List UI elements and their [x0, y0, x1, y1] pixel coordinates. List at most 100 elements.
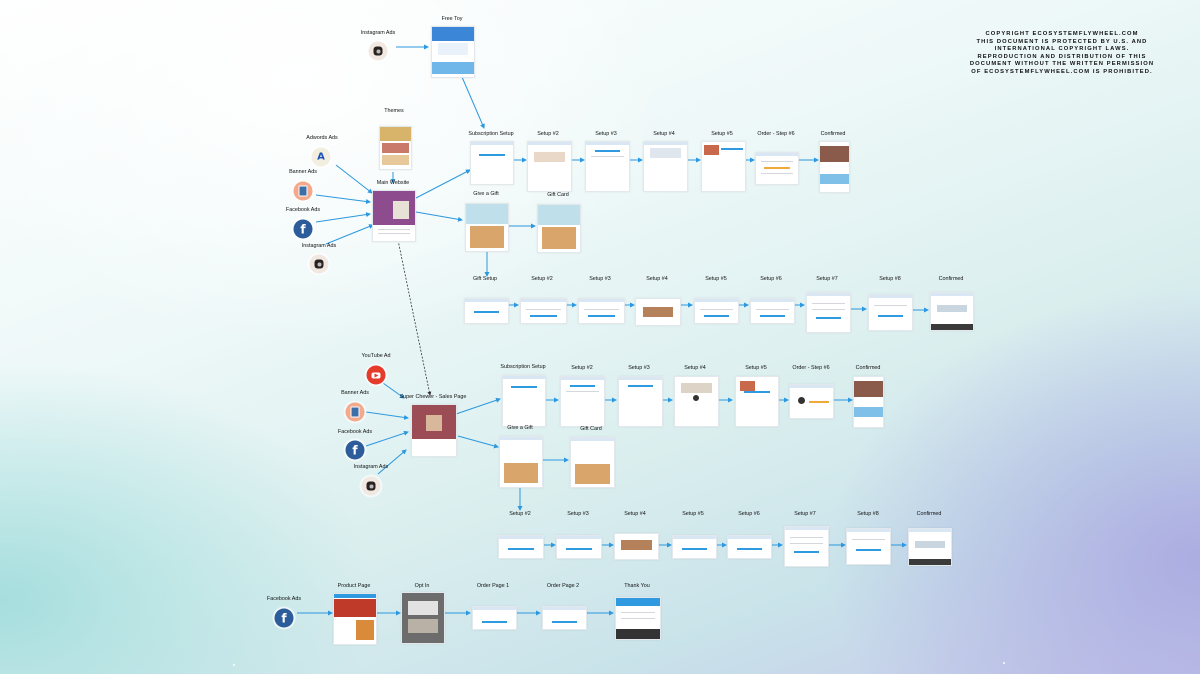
page-label: Setup #3 — [567, 511, 589, 517]
page-label: Setup #8 — [857, 511, 879, 517]
page-label: Opt In — [414, 583, 430, 589]
page-label: Order Page 2 — [546, 583, 580, 589]
page-thumbnail[interactable] — [556, 535, 602, 559]
page-label: Setup #2 — [509, 511, 531, 517]
page-thumbnail[interactable] — [853, 376, 884, 428]
page-label: Free Toy — [441, 16, 463, 22]
instagram-icon[interactable] — [361, 476, 381, 496]
page-thumbnail[interactable] — [499, 436, 543, 488]
adwords-icon[interactable]: A — [311, 147, 331, 167]
page-thumbnail[interactable] — [618, 376, 663, 427]
page-label: Main Website — [376, 180, 410, 186]
copyright-line: INTERNATIONAL COPYRIGHT LAWS. — [994, 46, 1130, 53]
page-thumbnail-themes[interactable] — [379, 126, 412, 170]
page-thumbnail[interactable] — [846, 528, 891, 565]
source-label: Instagram Ads — [301, 243, 337, 249]
page-label: Setup #5 — [682, 511, 704, 517]
page-label: Subscription Setup — [468, 131, 514, 137]
page-label: Gift Card — [580, 426, 602, 432]
page-thumbnail[interactable] — [464, 298, 509, 324]
page-thumbnail[interactable] — [789, 384, 834, 419]
copyright-line: COPYRIGHT ECOSYSTEMFLYWHEEL.COM — [985, 31, 1139, 37]
page-thumbnail[interactable] — [578, 298, 625, 324]
copyright-line: REPRODUCTION AND DISTRIBUTION OF THIS — [977, 53, 1147, 60]
page-thumbnail[interactable] — [908, 528, 952, 566]
page-thumbnail[interactable] — [542, 606, 587, 630]
page-label: Confirmed — [855, 365, 881, 371]
page-thumbnail[interactable] — [614, 533, 659, 560]
page-thumbnail[interactable] — [472, 606, 517, 630]
page-thumbnail[interactable] — [465, 203, 509, 252]
page-label: Product Page — [337, 583, 371, 589]
page-thumbnail-main-website[interactable] — [372, 190, 416, 242]
page-label: Confirmed — [820, 131, 846, 137]
page-label: Confirmed — [938, 276, 964, 282]
copyright-notice: COPYRIGHT ECOSYSTEMFLYWHEEL.COM THIS DOC… — [952, 31, 1172, 77]
facebook-icon[interactable]: f — [274, 608, 294, 628]
page-label: Setup #5 — [705, 276, 727, 282]
page-label: Setup #5 — [711, 131, 733, 137]
copyright-line: OF ECOSYSTEMFLYWHEEL.COM IS PROHIBITED. — [971, 68, 1153, 75]
source-label: Banner Ads — [341, 390, 369, 396]
page-label: Subscription Setup — [500, 364, 546, 370]
page-thumbnail[interactable] — [806, 292, 851, 333]
page-label: Setup #8 — [879, 276, 901, 282]
page-label: Setup #4 — [684, 365, 706, 371]
page-thumbnail[interactable] — [527, 141, 572, 192]
page-label: Setup #3 — [595, 131, 617, 137]
page-thumbnail[interactable] — [585, 141, 630, 192]
page-thumbnail[interactable] — [502, 375, 546, 427]
page-thumbnail-product-page[interactable] — [333, 593, 377, 645]
youtube-icon[interactable] — [366, 365, 386, 385]
page-label: Thank You — [624, 583, 650, 589]
instagram-icon[interactable] — [309, 254, 329, 274]
source-label: Facebook Ads — [266, 596, 302, 602]
page-thumbnail[interactable] — [755, 152, 799, 185]
page-thumbnail[interactable] — [470, 141, 514, 185]
page-label: Setup #2 — [537, 131, 559, 137]
source-label: YouTube Ad — [361, 353, 391, 359]
source-label: Banner Ads — [289, 169, 317, 175]
page-label: Setup #6 — [760, 276, 782, 282]
facebook-icon[interactable]: f — [293, 219, 313, 239]
source-label: Instagram Ads — [353, 464, 389, 470]
instagram-icon[interactable] — [368, 41, 388, 61]
page-thumbnail[interactable] — [784, 526, 829, 567]
page-thumbnail[interactable] — [727, 535, 772, 559]
page-thumbnail[interactable] — [635, 298, 681, 326]
page-thumbnail[interactable] — [615, 597, 661, 640]
page-thumbnail-free-toy[interactable] — [431, 26, 475, 78]
page-thumbnail-opt-in[interactable] — [401, 592, 445, 644]
page-thumbnail[interactable] — [868, 294, 913, 331]
page-thumbnail[interactable] — [701, 141, 746, 192]
page-label: Setup #7 — [794, 511, 816, 517]
page-label: Setup #4 — [646, 276, 668, 282]
page-thumbnail[interactable] — [520, 298, 567, 324]
page-label: Setup #5 — [745, 365, 767, 371]
page-label: Confirmed — [916, 511, 942, 517]
page-thumbnail[interactable] — [560, 376, 605, 427]
page-thumbnail[interactable] — [643, 141, 688, 192]
page-label: Order - Step #6 — [792, 365, 830, 371]
page-thumbnail[interactable] — [750, 298, 795, 324]
page-label: Gift Setup — [473, 276, 497, 282]
page-label: Setup #4 — [653, 131, 675, 137]
page-thumbnail[interactable] — [674, 376, 719, 427]
page-thumbnail[interactable] — [930, 292, 974, 331]
page-thumbnail[interactable] — [735, 376, 779, 427]
page-thumbnail[interactable] — [672, 535, 717, 559]
banner-ads-icon[interactable] — [293, 181, 313, 201]
source-label: Adwords Ads — [306, 135, 338, 141]
page-thumbnail[interactable] — [694, 298, 739, 324]
page-thumbnail[interactable] — [819, 141, 850, 193]
page-label: Setup #3 — [589, 276, 611, 282]
copyright-line: DOCUMENT WITHOUT THE WRITTEN PERMISSION — [969, 61, 1155, 68]
page-thumbnail[interactable] — [498, 535, 544, 559]
facebook-icon[interactable]: f — [345, 440, 365, 460]
page-label: Setup #4 — [624, 511, 646, 517]
page-thumbnail[interactable] — [570, 437, 615, 488]
banner-ads-icon[interactable] — [345, 402, 365, 422]
page-thumbnail[interactable] — [537, 204, 581, 253]
page-thumbnail-sales-page[interactable] — [411, 404, 457, 457]
